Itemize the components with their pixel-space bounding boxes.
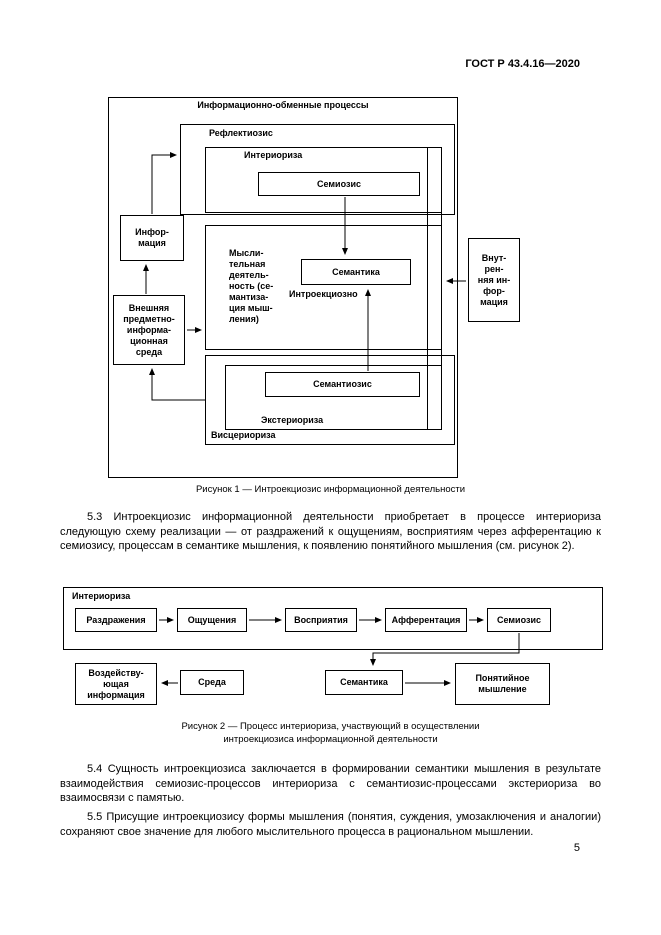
fig2-razdrazheniya-label: Раздражения [86, 614, 146, 625]
fig1-viscerioriza-label: Висцериориза [211, 430, 276, 440]
fig1-outer-box: Информационно-обменные процессы [108, 97, 458, 478]
fig2-vozdeystvuyushchaya-box: Воздейству- ющая информация [75, 663, 157, 705]
fig1-sreda-label: Внешняя предметно- информа- ционная сред… [123, 302, 175, 357]
fig1-vnutrennyaya-label: Внут- рен- няя ин- фор- мация [477, 252, 511, 307]
fig1-informaciya-label: Инфор- мация [135, 227, 169, 248]
fig1-reflektiozis-label: Рефлектиозис [209, 128, 273, 138]
fig2-semantika-label: Семантика [340, 677, 388, 687]
fig1-introekciozno-label: Интроекциозно [289, 289, 358, 299]
fig1-vnutrennyaya-box: Внут- рен- няя ин- фор- мация [468, 238, 520, 322]
fig2-semantika-box: Семантика [325, 670, 403, 695]
fig2-razdrazheniya-box: Раздражения [75, 608, 157, 632]
doc-number: ГОСТ Р 43.4.16—2020 [465, 58, 580, 70]
fig2-interioriza-label: Интериориза [72, 591, 131, 601]
fig1-semantika-label: Семантика [332, 266, 380, 277]
fig1-semantiozis-box: Семантиозис [265, 372, 420, 397]
fig1-interioriza-label: Интериориза [244, 150, 303, 160]
fig2-vospriyatiya-label: Восприятия [294, 614, 348, 625]
fig1-semiozis-box: Семиозис [258, 172, 420, 196]
page-number: 5 [573, 842, 580, 854]
fig2-oshchushcheniya-box: Ощущения [177, 608, 247, 632]
fig1-viscerioriza-box: Висцериориза [205, 355, 455, 445]
fig2-vospriyatiya-box: Восприятия [285, 608, 357, 632]
fig1-semantika-box: Семантика [301, 259, 411, 285]
fig2-semiozis-box: Семиозис [487, 608, 551, 632]
fig2-oshchushcheniya-label: Ощущения [187, 614, 237, 625]
fig1-thinking-box: Мысли- тельная деятель- ность (се- манти… [205, 225, 442, 350]
fig1-thinking-label: Мысли- тельная деятель- ность (се- манти… [229, 248, 274, 324]
fig2-sreda-box: Среда [180, 670, 244, 695]
fig1-semantiozis-label: Семантиозис [313, 379, 372, 389]
fig2-afferentaciya-box: Афферентация [385, 608, 467, 632]
paragraph-5-5: 5.5 Присущие интроекциозису формы мышлен… [60, 811, 601, 838]
fig1-semiozis-label: Семиозис [317, 178, 361, 189]
fig1-sreda-box: Внешняя предметно- информа- ционная сред… [113, 295, 185, 365]
fig1-informaciya-box: Инфор- мация [120, 215, 184, 261]
fig1-eksterioriza-label: Экстериориза [261, 415, 324, 425]
fig2-ponyatiynoe-label: Понятийное мышление [475, 673, 530, 694]
fig2-semiozis-label: Семиозис [497, 614, 541, 625]
fig2-afferentaciya-label: Афферентация [391, 614, 461, 625]
fig1-outer-label: Информационно-обменные процессы [197, 100, 369, 110]
fig2-interioriza-box: Интериориза [63, 587, 603, 650]
paragraph-5-3: 5.3 Интроекциозис информационной деятель… [60, 511, 601, 553]
fig2-ponyatiynoe-box: Понятийное мышление [455, 663, 550, 705]
fig2-caption: Рисунок 2 — Процесс интериориза, участву… [181, 721, 480, 745]
paragraph-5-4: 5.4 Сущность интроекциозиса заключается … [60, 763, 601, 805]
fig1-caption: Рисунок 1 — Интроекциозис информационной… [195, 484, 466, 495]
fig2-vozdeystvuyushchaya-label: Воздейству- ющая информация [87, 667, 145, 700]
fig2-sreda-label: Среда [198, 677, 226, 687]
fig1-eksterioriza-box: Экстериориза [225, 365, 442, 430]
fig1-reflektiozis-box: Рефлектиозис [180, 124, 455, 215]
